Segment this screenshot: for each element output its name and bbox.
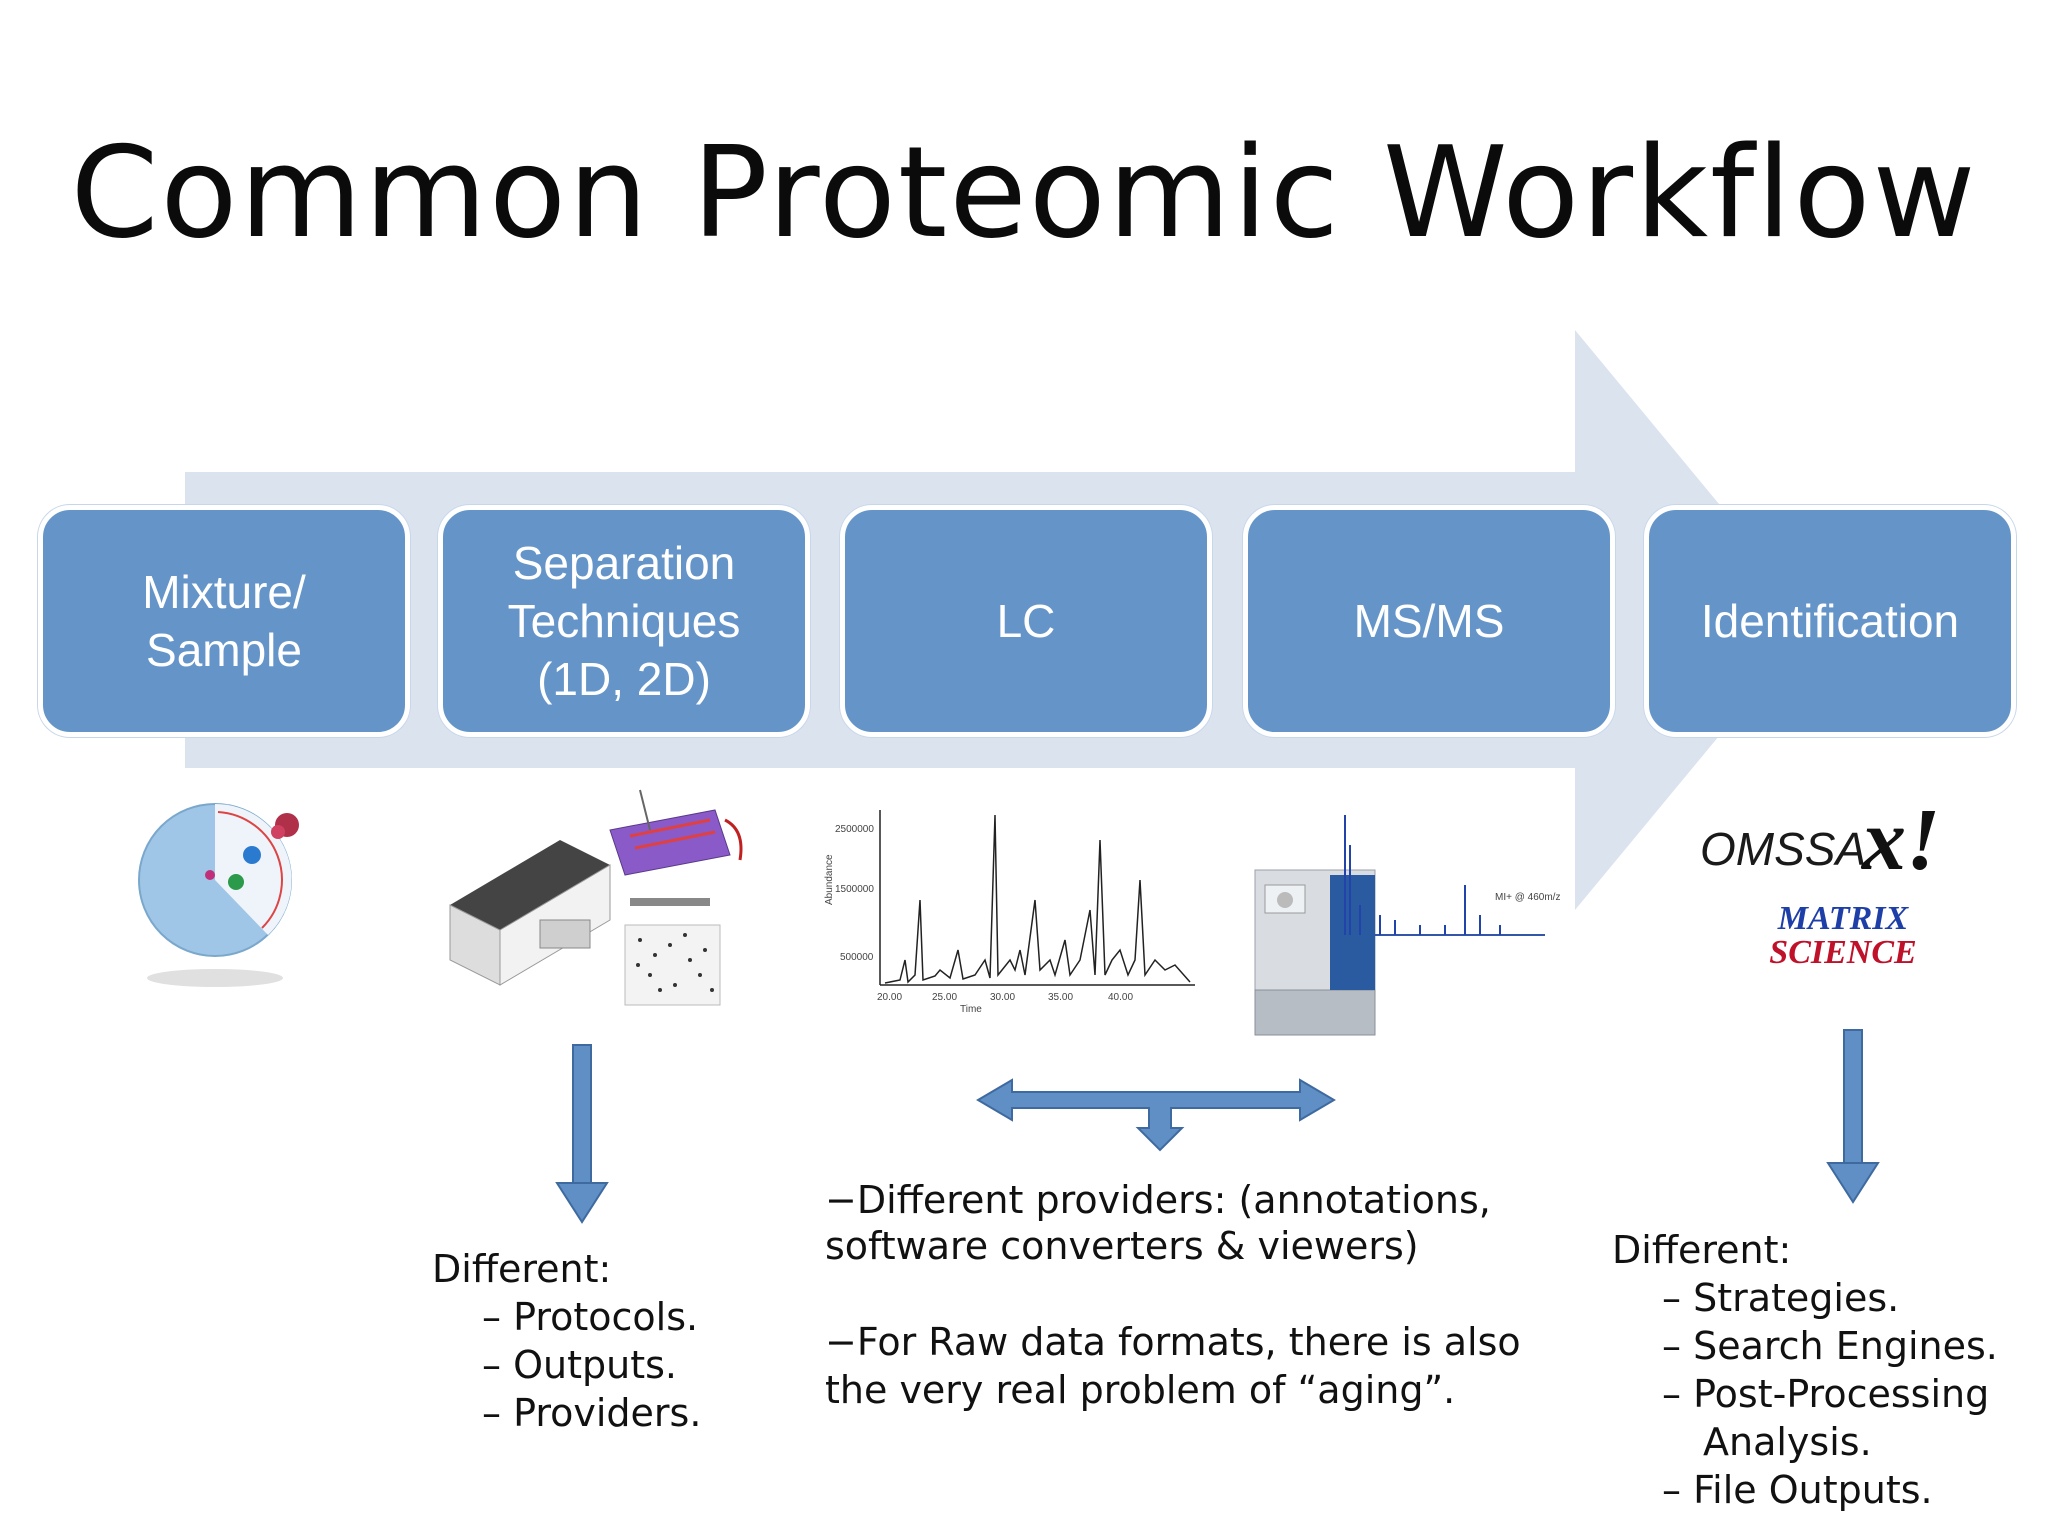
separation-equipment-image <box>449 789 743 1006</box>
note-text: File Outputs. <box>1693 1468 1933 1512</box>
matrix-science-logo: MATRIX SCIENCE <box>1738 902 1948 970</box>
data-note-line: −Different providers: (annotations, <box>825 1178 1491 1222</box>
step-separation-techniques: Separation Techniques (1D, 2D) <box>438 505 810 737</box>
spectrum-annotation: MI+ @ 460m/z <box>1495 892 1560 903</box>
science-logo-text: SCIENCE <box>1769 934 1917 971</box>
chromatogram-image: 2500000 1500000 500000 20.00 25.00 30.00… <box>824 810 1195 1015</box>
chromatogram-y-label: Abundance <box>824 854 835 905</box>
note-text: Protocols. <box>513 1295 699 1339</box>
note-text: Search Engines. <box>1693 1324 1998 1368</box>
step-mixture-sample: Mixture/ Sample <box>38 505 410 737</box>
xtandem-logo: x! <box>1862 792 1941 889</box>
note-text: Outputs. <box>513 1343 677 1387</box>
step-label: Identification <box>1700 595 1960 647</box>
sample-sphere-image <box>138 803 299 987</box>
step-identification: Identification <box>1644 505 2016 737</box>
chromatogram-x-tick-3: 35.00 <box>1048 992 1073 1003</box>
step-label: MS/MS <box>1353 595 1505 647</box>
step-ms-ms: MS/MS <box>1243 505 1615 737</box>
note-text: Post-Processing <box>1693 1372 1990 1416</box>
step-label: Mixture/ Sample <box>142 566 306 676</box>
note-text: Providers. <box>513 1391 702 1435</box>
chromatogram-x-tick-0: 20.00 <box>877 992 902 1003</box>
down-arrow-separation <box>555 1044 609 1224</box>
identification-note-item: – Strategies. <box>1662 1276 1900 1320</box>
data-note-line: −For Raw data formats, there is also <box>825 1320 1521 1364</box>
chromatogram-x-label: Time <box>960 1004 982 1015</box>
chromatogram-x-tick-4: 40.00 <box>1108 992 1133 1003</box>
data-note-line: software converters & viewers) <box>825 1224 1419 1268</box>
chromatogram-y-tick-0: 2500000 <box>835 824 874 835</box>
matrix-logo-text: MATRIX <box>1777 900 1909 937</box>
down-arrow-identification <box>1826 1029 1880 1204</box>
omssa-logo: OMSSA <box>1700 823 1867 875</box>
data-note-line: the very real problem of “aging”. <box>825 1368 1456 1412</box>
chromatogram-x-tick-1: 25.00 <box>932 992 957 1003</box>
chromatogram-x-tick-2: 30.00 <box>990 992 1015 1003</box>
separation-note-item: – Providers. <box>482 1391 702 1435</box>
double-arrow-lc-ms <box>976 1078 1336 1152</box>
step-label: Separation Techniques (1D, 2D) <box>507 537 741 705</box>
separation-note-item: – Protocols. <box>482 1295 699 1339</box>
separation-notes-heading: Different: <box>432 1247 612 1291</box>
identification-notes-heading: Different: <box>1612 1228 1792 1272</box>
page-title: Common Proteomic Workflow <box>70 119 1978 266</box>
identification-note-item: – Search Engines. <box>1662 1324 1998 1368</box>
mass-spectrometer-image: MI+ @ 460m/z <box>1254 815 1560 1036</box>
chromatogram-y-tick-2: 500000 <box>840 952 874 963</box>
identification-note-item: – File Outputs. <box>1662 1468 1933 1512</box>
chromatogram-y-tick-1: 1500000 <box>835 884 874 895</box>
identification-note-item: – Post-Processing <box>1662 1372 1990 1416</box>
step-lc: LC <box>840 505 1212 737</box>
step-label: LC <box>996 595 1056 647</box>
identification-note-item-cont: Analysis. <box>1703 1420 1872 1464</box>
note-text: Strategies. <box>1693 1276 1900 1320</box>
separation-note-item: – Outputs. <box>482 1343 677 1387</box>
